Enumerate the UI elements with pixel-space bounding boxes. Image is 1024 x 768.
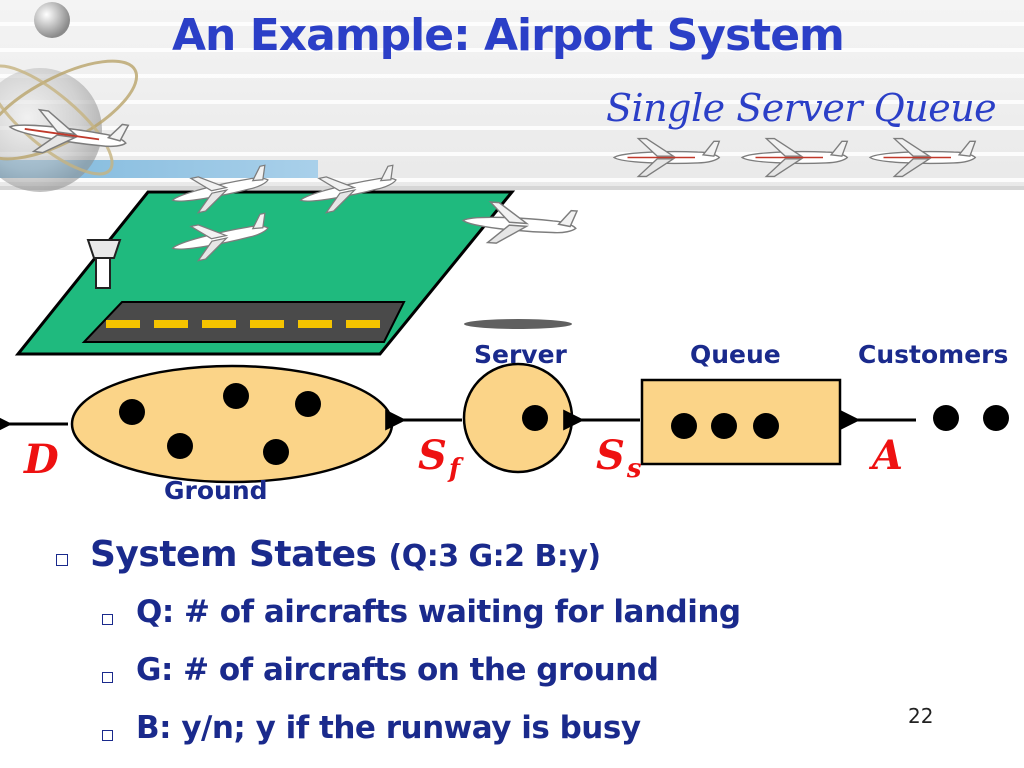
customer-dots (933, 405, 1009, 431)
control-tower-icon (86, 239, 122, 289)
system-states-label: System States (90, 534, 377, 575)
bullet-list: System States (Q:3 G:2 B:y) Q: # of airc… (56, 532, 876, 762)
plane-shadow-icon (464, 319, 572, 329)
queue-dots (671, 413, 779, 439)
bullet-text: Q: # of aircrafts waiting for landing (136, 594, 741, 630)
header-stripes (0, 0, 1024, 190)
server-node (462, 362, 574, 474)
server-label: Server (474, 340, 567, 369)
server-aircraft-dot (522, 405, 548, 431)
customer-aircraft-dot (933, 405, 959, 431)
airport-queue-diagram (0, 162, 1009, 484)
ground-aircraft-dot (295, 391, 321, 417)
header-decor (0, 2, 977, 192)
bullet-item-sub: G: # of aircrafts on the ground (56, 646, 876, 704)
s-s-subscript: s (626, 454, 642, 484)
s-f-base: S (418, 432, 447, 479)
bullet-item-sub: Q: # of aircrafts waiting for landing (56, 588, 876, 646)
s-f-symbol: Sf (418, 432, 460, 484)
arrival-symbol: A (872, 432, 904, 479)
bullet-text: B: y/n; y if the runway is busy (136, 710, 641, 746)
s-s-base: S (596, 432, 625, 479)
square-bullet-icon (102, 730, 113, 741)
system-states-value: (Q:3 G:2 B:y) (388, 539, 602, 574)
ground-aircraft-dot (263, 439, 289, 465)
square-bullet-icon (102, 672, 113, 683)
s-s-symbol: Ss (596, 432, 642, 484)
customers-label: Customers (858, 340, 1009, 369)
departure-symbol: D (24, 436, 59, 483)
ground-dots (119, 383, 321, 465)
square-bullet-icon (102, 614, 113, 625)
server-dots (522, 405, 548, 431)
header-divider (0, 186, 1024, 190)
bullet-item-sub: B: y/n; y if the runway is busy (56, 704, 876, 762)
ground-aircraft-dot (119, 399, 145, 425)
square-bullet-icon (56, 554, 68, 566)
s-f-subscript: f (448, 454, 461, 484)
page-number: 22 (908, 704, 934, 728)
airfield-icon (14, 162, 578, 356)
ground-node (70, 364, 394, 484)
bullet-item-main: System States (Q:3 G:2 B:y) (56, 532, 876, 588)
ground-aircraft-dot (223, 383, 249, 409)
ground-label: Ground (164, 476, 268, 505)
ground-aircraft-dot (167, 433, 193, 459)
queue-aircraft-dot (671, 413, 697, 439)
bullet-text: G: # of aircrafts on the ground (136, 652, 659, 688)
queue-label: Queue (690, 340, 781, 369)
customer-aircraft-dot (983, 405, 1009, 431)
page-subtitle: Single Server Queue (606, 86, 997, 130)
queue-aircraft-dot (753, 413, 779, 439)
queue-aircraft-dot (711, 413, 737, 439)
page-title: An Example: Airport System (172, 10, 845, 61)
